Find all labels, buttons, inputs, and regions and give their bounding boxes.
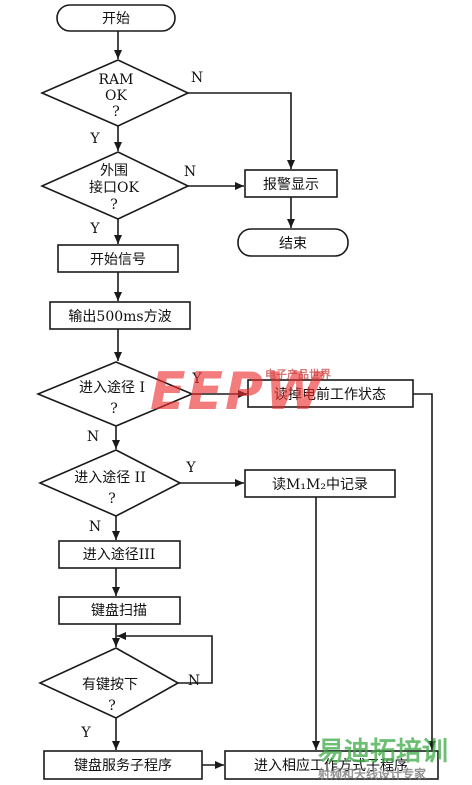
service-label: 键盘服务子程序	[74, 757, 172, 774]
ram-ok-label-2: OK	[105, 88, 127, 104]
ext-label-1: 外围	[100, 163, 128, 179]
path2-yes: Y	[185, 460, 196, 476]
end-terminal	[237, 228, 349, 257]
end-label: 结束	[279, 236, 307, 252]
key-q: ?	[108, 698, 116, 714]
read-state-label: 读掉电前工作状态	[274, 386, 386, 403]
enter-mode-label: 进入相应工作方式子程序	[254, 757, 408, 774]
key-yes: Y	[80, 725, 91, 741]
enter-mode-box	[224, 750, 439, 780]
start-label: 开始	[102, 11, 130, 27]
read-m-label: 读M₁M₂中记录	[272, 476, 368, 493]
scan-box	[58, 596, 181, 625]
path1-no: N	[87, 429, 99, 445]
key-label: 有键按下	[82, 677, 138, 693]
square-wave-box	[49, 301, 191, 330]
ext-q: ?	[110, 197, 118, 213]
connector	[413, 393, 436, 750]
path2-q: ?	[108, 491, 116, 507]
path2-label: 进入途径 II	[74, 469, 146, 486]
key-no: N	[188, 673, 200, 689]
path3-box	[58, 540, 181, 569]
site-watermark: 电子产品世界	[265, 368, 331, 381]
start-terminal	[56, 4, 176, 32]
training-watermark: 易迪拓培训	[318, 737, 449, 767]
start-signal-label: 开始信号	[90, 252, 146, 268]
ram-yes: Y	[89, 131, 100, 147]
square-wave-label: 输出500ms方波	[68, 309, 171, 325]
ram-ok-label-1: RAM	[99, 72, 134, 88]
ram-ok-q: ?	[112, 104, 120, 120]
ext-label-2: 接口OK	[89, 179, 139, 196]
path1-yes: Y	[191, 371, 202, 387]
connector	[188, 92, 295, 169]
alarm-label: 报警显示	[263, 177, 319, 193]
connector	[117, 632, 213, 684]
path3-label: 进入途径III	[83, 546, 156, 563]
path1-label: 进入途径 I	[79, 379, 145, 396]
read-m-box	[244, 469, 396, 498]
ext-no: N	[184, 164, 196, 180]
ram-no: N	[191, 70, 203, 86]
training-sub-watermark: 射频和天线设计专家	[318, 767, 427, 781]
ext-yes: Y	[89, 221, 100, 237]
path1-q: ?	[110, 401, 118, 417]
path2-no: N	[89, 519, 101, 535]
eepw-watermark: EEPW	[150, 362, 325, 422]
scan-label: 键盘扫描	[91, 602, 147, 619]
